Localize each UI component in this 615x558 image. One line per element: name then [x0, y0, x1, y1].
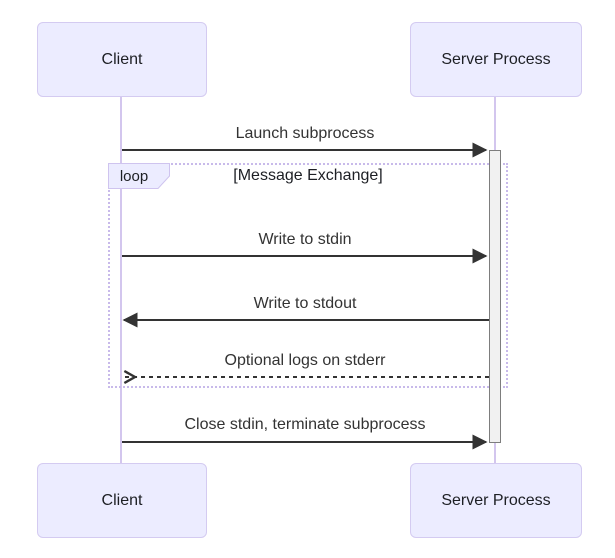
loop-condition: [Message Exchange]	[233, 167, 383, 184]
message-label-launch-subprocess: Launch subprocess	[235, 125, 375, 142]
actor-bottom-server: Server Process	[410, 463, 582, 538]
loop-label-tab	[108, 163, 170, 189]
actor-top-server: Server Process	[410, 22, 582, 97]
activation-bar-server	[489, 150, 501, 443]
loop-frame	[108, 163, 508, 388]
message-label-close-stdin: Close stdin, terminate subprocess	[184, 416, 426, 433]
message-label-write-to-stdout: Write to stdout	[253, 295, 357, 312]
loop-label: loop	[119, 167, 149, 185]
message-label-optional-logs-stderr: Optional logs on stderr	[224, 352, 386, 369]
actor-top-client: Client	[37, 22, 207, 97]
message-label-write-to-stdin: Write to stdin	[258, 231, 352, 248]
lifeline-client	[120, 97, 122, 463]
actor-bottom-client: Client	[37, 463, 207, 538]
